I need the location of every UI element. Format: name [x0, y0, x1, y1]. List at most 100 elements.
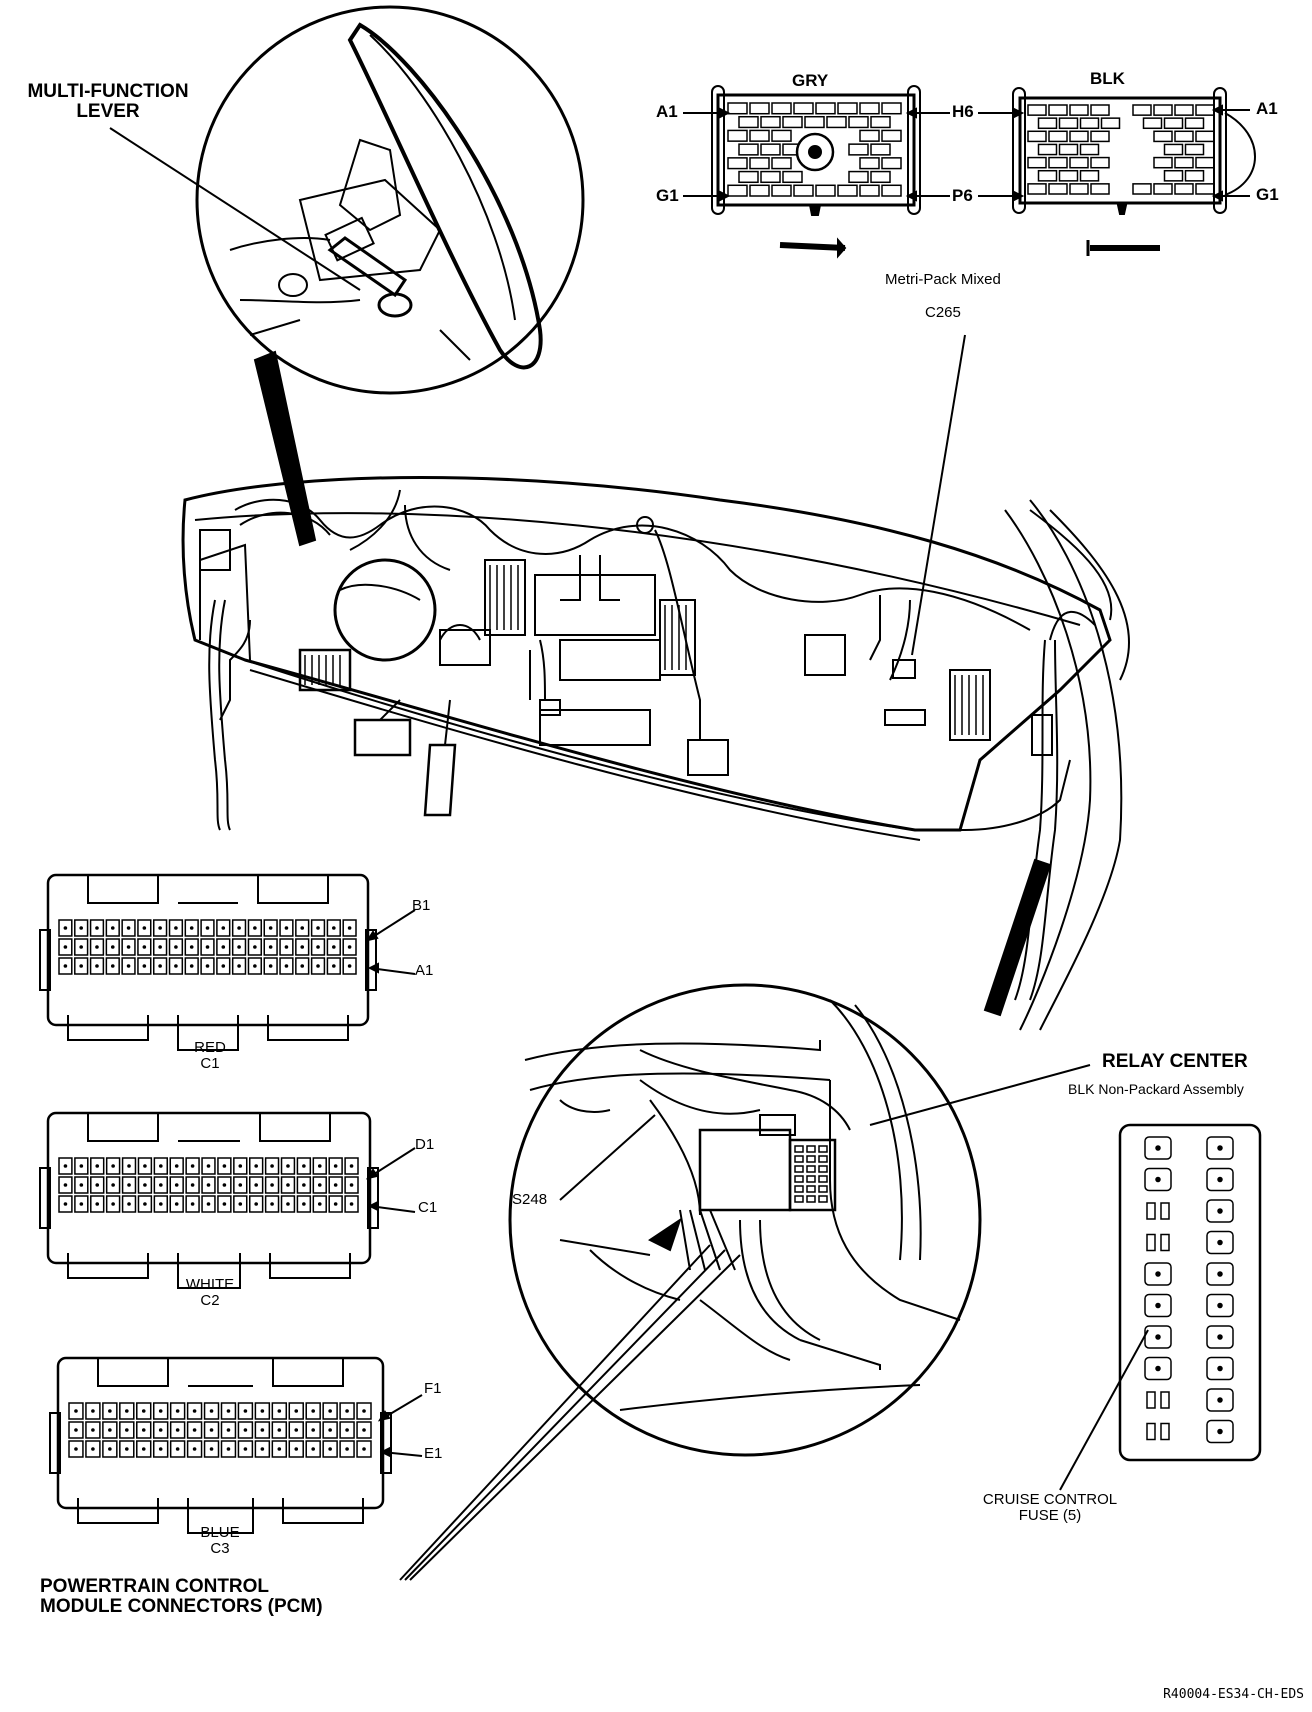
pin-terminal: [127, 1183, 131, 1187]
connector-cavity: [771, 102, 792, 115]
pin-terminal: [143, 1183, 147, 1187]
pin-terminal: [277, 1447, 282, 1451]
lever-label-line-1: MULTI-FUNCTION: [27, 81, 189, 102]
pin-terminal: [328, 1428, 332, 1432]
pin-cavity: [326, 938, 341, 956]
connector-cavity: [1142, 117, 1163, 130]
relay-cavity: [794, 1175, 804, 1183]
pin-cavity: [169, 1176, 184, 1194]
pin-cavity: [121, 1176, 137, 1194]
pin-cavity: [153, 1157, 169, 1175]
pin-terminal: [95, 964, 99, 968]
relay-callout-band: [983, 858, 1052, 1017]
pin-terminal: [158, 926, 162, 930]
gry-label: GRY: [792, 71, 829, 90]
pin-terminal: [142, 964, 147, 968]
pin-cavity: [121, 938, 136, 956]
pin-cavity: [85, 1440, 101, 1458]
pin-terminal: [91, 1409, 95, 1413]
connector-cavity: [1079, 117, 1100, 130]
connector-cavity: [793, 102, 814, 115]
housing-foot: [177, 1015, 239, 1051]
pin-terminal: [316, 926, 320, 930]
white-c1-label: C1: [418, 1199, 438, 1216]
pin-terminal: [221, 926, 226, 930]
s248-leader: [559, 1114, 656, 1201]
connector-cavity: [870, 170, 891, 184]
pin-cavity: [68, 1402, 84, 1420]
housing-ridge: [259, 1113, 331, 1142]
pin-cavity: [185, 1157, 200, 1175]
pin-cavity: [169, 1402, 186, 1420]
pin-terminal: [63, 926, 68, 930]
connector-cavity: [1037, 143, 1058, 156]
pin-terminal: [277, 1428, 282, 1432]
pin-cavity: [152, 1440, 169, 1458]
relay-cavity: [794, 1185, 804, 1193]
pin-cavity: [356, 1440, 372, 1458]
red-id: C1: [200, 1054, 220, 1072]
pin-cavity: [296, 1176, 312, 1194]
pin-terminal: [349, 1202, 354, 1206]
pin-terminal: [254, 1183, 258, 1187]
pin-terminal: [270, 1202, 274, 1206]
pin-cavity: [339, 1402, 355, 1420]
pin-cavity: [322, 1421, 338, 1439]
pin-cavity: [152, 1402, 169, 1420]
pin-terminal: [174, 926, 178, 930]
relay-cavity: [818, 1145, 828, 1153]
pin-terminal: [316, 945, 320, 949]
pin-cavity: [136, 1421, 152, 1439]
connector-cavity: [1163, 117, 1184, 130]
connector-cavity: [1163, 169, 1184, 182]
pin-cavity: [85, 1402, 101, 1420]
pin-terminal: [221, 945, 226, 949]
pin-cavity: [121, 919, 136, 937]
pin-terminal: [284, 964, 289, 968]
pcm-leaders: [399, 1244, 741, 1581]
connector-cavity: [1184, 169, 1205, 182]
connector-cavity: [837, 102, 858, 115]
pin-terminal: [79, 1183, 84, 1187]
gry-pin-leaders: [683, 107, 950, 202]
gry-a1-label: A1: [656, 102, 678, 121]
pin-cavity: [271, 1421, 288, 1439]
pin-terminal: [79, 1164, 84, 1168]
pcm-connector-white-c2: [39, 1111, 379, 1289]
pin-terminal: [345, 1428, 349, 1432]
connector-cavity: [1058, 143, 1079, 156]
pin-terminal: [311, 1447, 315, 1451]
pin-cavity: [231, 957, 247, 975]
fuse-cavity: [1206, 1199, 1234, 1223]
pin-cavity: [233, 1176, 248, 1194]
pin-terminal: [63, 964, 68, 968]
connector-cavity: [1069, 104, 1089, 116]
pin-terminal: [175, 1428, 180, 1432]
pin-terminal: [141, 1409, 146, 1413]
relay-cavity: [806, 1185, 816, 1193]
pin-cavity: [216, 957, 231, 975]
pcm-connector-blue-c3: [49, 1356, 392, 1534]
housing-latch: [367, 1167, 379, 1229]
pin-terminal: [311, 1428, 315, 1432]
pin-cavity: [201, 1157, 216, 1175]
wiring-harness: [208, 489, 1131, 1001]
pin-cavity: [102, 1421, 118, 1439]
relay-cavity: [806, 1175, 816, 1183]
pin-terminal: [159, 1202, 163, 1206]
pin-cavity: [105, 957, 120, 975]
pin-cavity: [264, 1176, 280, 1194]
pin-cavity: [216, 919, 231, 937]
pin-terminal: [79, 1202, 84, 1206]
pin-cavity: [322, 1440, 338, 1458]
pin-cavity: [342, 919, 357, 937]
pin-cavity: [220, 1440, 237, 1458]
relay-cavity: [794, 1145, 804, 1153]
fuse-terminal: [1217, 1365, 1223, 1372]
fuse-terminal: [1155, 1365, 1161, 1372]
pin-cavity: [121, 957, 136, 975]
pin-cavity: [305, 1402, 321, 1420]
fuse-cavity: [1206, 1167, 1234, 1192]
pin-terminal: [270, 1183, 274, 1187]
